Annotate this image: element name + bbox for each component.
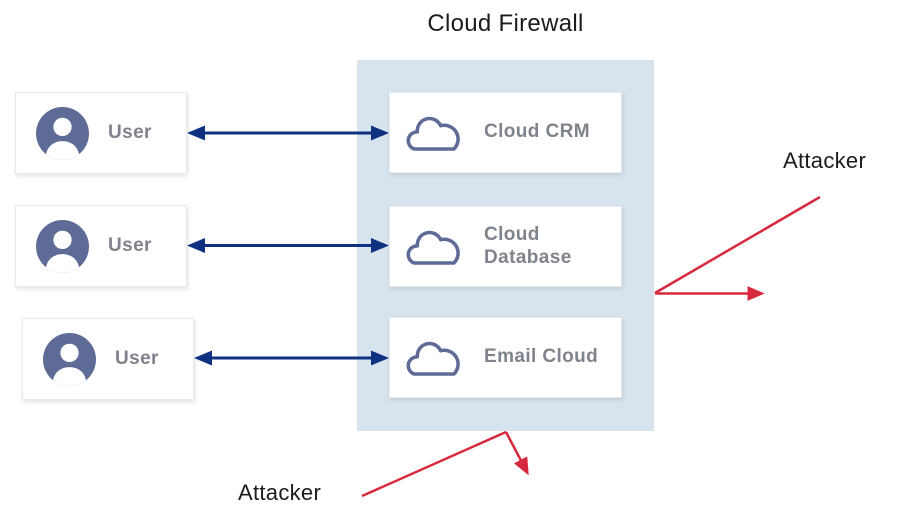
service-card-cloud-database: Cloud Database bbox=[389, 206, 622, 287]
user-card-1: User bbox=[15, 92, 187, 174]
user-label: User bbox=[108, 234, 152, 256]
service-card-cloud-crm: Cloud CRM bbox=[389, 92, 622, 173]
user-avatar-icon bbox=[36, 219, 89, 273]
user-avatar-icon bbox=[36, 106, 89, 160]
user-label: User bbox=[115, 347, 159, 369]
service-card-email-cloud: Email Cloud bbox=[389, 317, 622, 398]
cloud-icon bbox=[403, 111, 465, 156]
attacker-label-right: Attacker bbox=[783, 148, 867, 173]
cloud-icon bbox=[403, 336, 465, 381]
user-label: User bbox=[108, 121, 152, 143]
service-label: Email Cloud bbox=[484, 346, 599, 368]
diagram-title: Cloud Firewall bbox=[427, 10, 584, 37]
attacker-arrow-right-deflected bbox=[654, 195, 821, 301]
user-card-2: User bbox=[15, 205, 187, 287]
service-label: Cloud CRM bbox=[484, 121, 590, 143]
user-avatar-icon bbox=[43, 332, 96, 386]
attacker-arrow-bottom-deflected bbox=[361, 430, 529, 498]
attacker-label-bottom: Attacker bbox=[238, 480, 322, 505]
user-card-3: User bbox=[22, 318, 194, 400]
cloud-icon bbox=[403, 225, 465, 270]
service-label: Cloud Database bbox=[484, 224, 572, 268]
